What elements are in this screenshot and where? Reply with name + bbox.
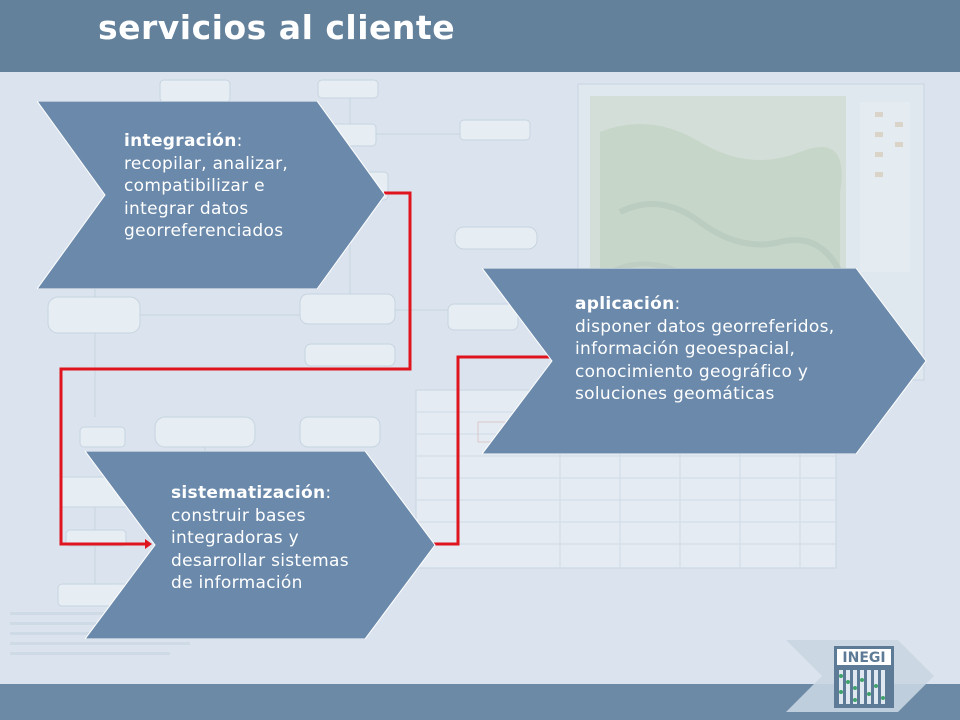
- step-sistematizacion: sistematización: construir bases integra…: [85, 451, 437, 639]
- step-line: de información: [171, 573, 303, 593]
- step-integracion-text: integración: recopilar, analizar, compat…: [124, 130, 288, 243]
- step-heading: sistematización: [171, 483, 326, 503]
- step-line: georreferenciados: [124, 221, 284, 241]
- header-band: servicios al cliente: [0, 0, 960, 72]
- step-line: construir bases: [171, 505, 306, 526]
- step-line: desarrollar sistemas: [171, 550, 349, 571]
- step-heading: aplicación: [575, 294, 675, 314]
- step-colon: :: [236, 131, 243, 151]
- step-line: disponer datos georreferidos,: [575, 316, 835, 337]
- step-integracion: integración: recopilar, analizar, compat…: [37, 101, 387, 289]
- step-colon: :: [674, 294, 681, 314]
- page-title: servicios al cliente: [98, 8, 456, 47]
- logo-text: INEGI: [842, 650, 885, 666]
- chevron-shape: [85, 451, 436, 639]
- chevron-shape: [37, 101, 386, 289]
- step-colon: :: [325, 483, 332, 503]
- step-heading: integración: [124, 131, 237, 151]
- step-line: integrar datos: [124, 198, 249, 219]
- step-line: integradoras y: [171, 528, 299, 548]
- step-aplicacion-text: aplicación: disponer datos georreferidos…: [575, 293, 834, 406]
- chevron-shape: [482, 268, 927, 454]
- step-line: compatibilizar e: [124, 176, 265, 196]
- step-line: información geoespacial,: [575, 339, 796, 359]
- step-line: conocimiento geográfico y: [575, 361, 809, 382]
- step-sistematizacion-text: sistematización: construir bases integra…: [171, 482, 349, 595]
- step-line: soluciones geomáticas: [575, 384, 775, 404]
- step-aplicacion: aplicación: disponer datos georreferidos…: [482, 268, 928, 454]
- inegi-logo: INEGI: [786, 640, 934, 712]
- step-line: recopilar, analizar,: [124, 153, 289, 174]
